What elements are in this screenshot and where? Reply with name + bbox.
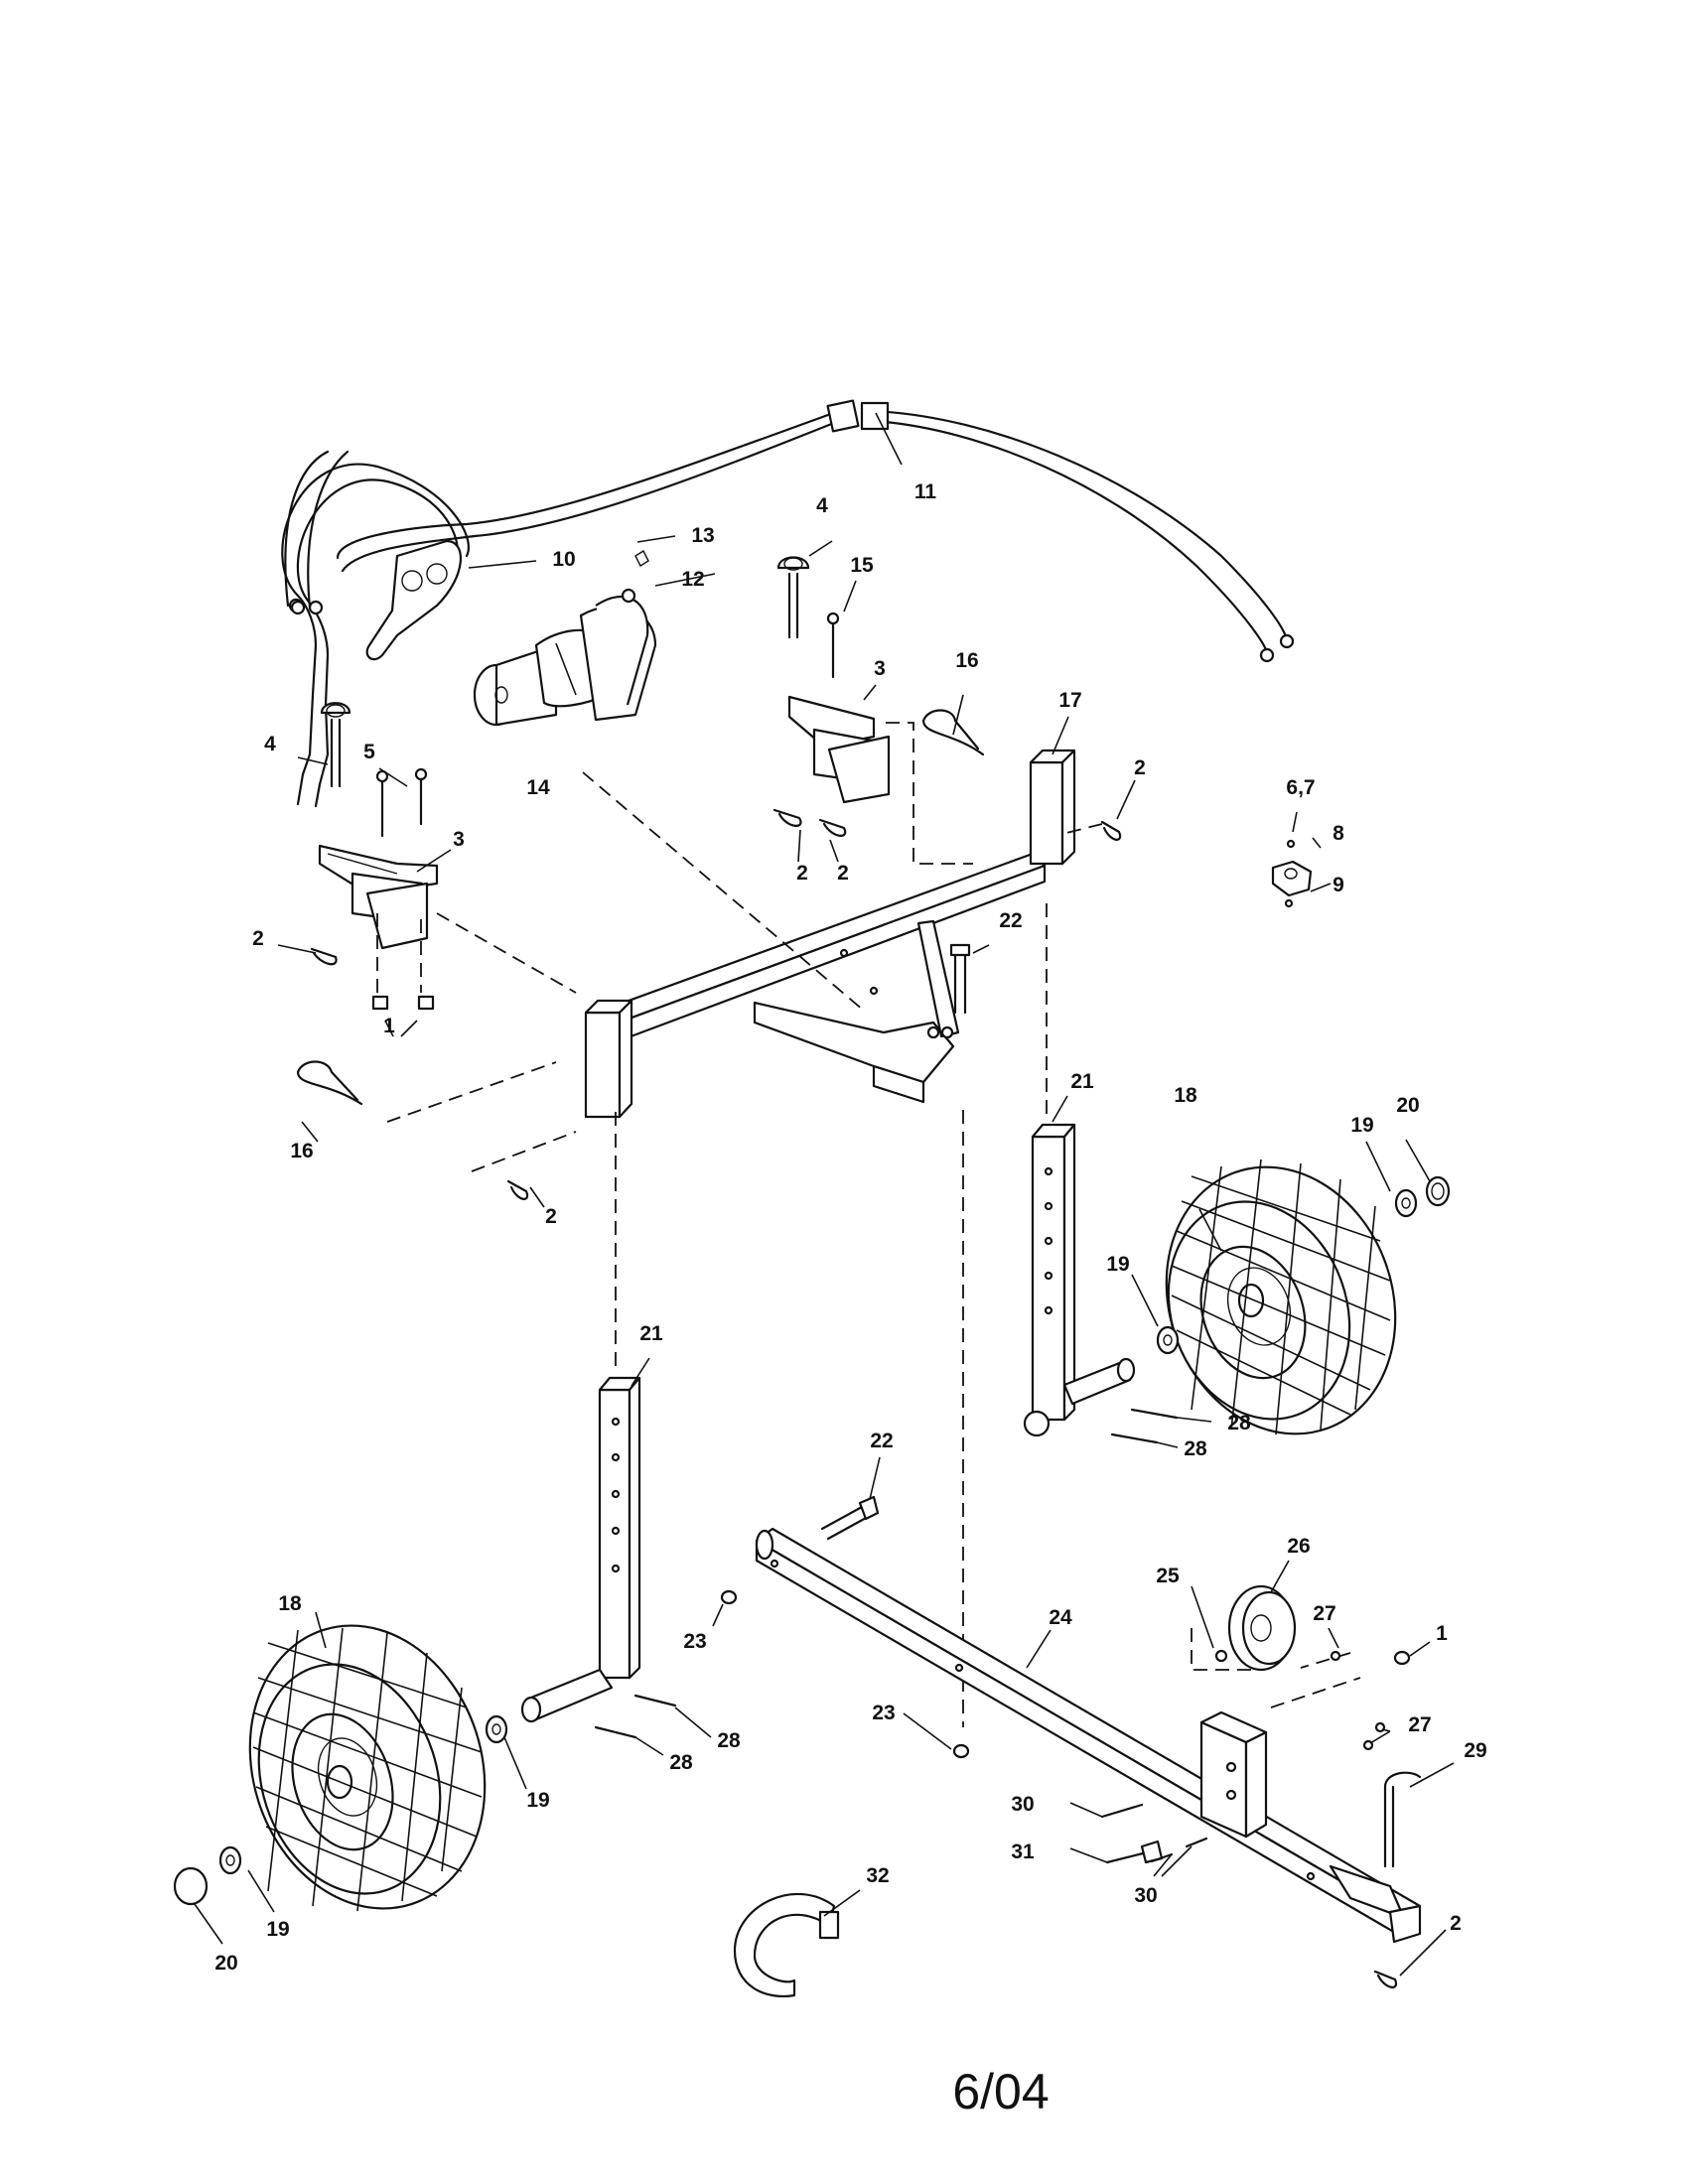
- callout-19: 19: [266, 1918, 289, 1941]
- left-wheel: [173, 1624, 677, 1912]
- callout-5: 5: [363, 741, 375, 763]
- callout-28: 28: [1184, 1437, 1207, 1460]
- callout-9: 9: [1333, 874, 1344, 896]
- callout-2: 2: [796, 862, 808, 885]
- callout-1: 1: [1436, 1622, 1448, 1645]
- revision-date: 6/04: [952, 2064, 1049, 2119]
- left-mount-bracket: [296, 702, 439, 1106]
- callout-22: 22: [870, 1430, 893, 1452]
- right-wheel: [1156, 1159, 1451, 1435]
- leader-lines: [194, 412, 1455, 1977]
- clip-assembly: [1271, 839, 1313, 908]
- callout-3: 3: [874, 657, 886, 680]
- callout-19: 19: [1106, 1253, 1129, 1276]
- callout-21: 21: [1070, 1070, 1094, 1093]
- callout-20: 20: [1396, 1094, 1419, 1117]
- callout-labels: 1 1 2 2 2 2 2 2 3 3 4 4 5 6,7 8 9 10 11 …: [214, 480, 1486, 1975]
- callout-16: 16: [955, 649, 978, 672]
- callout-17: 17: [1058, 689, 1081, 712]
- callout-24: 24: [1049, 1606, 1072, 1629]
- callout-30: 30: [1011, 1793, 1034, 1816]
- callout-16: 16: [290, 1140, 313, 1162]
- callout-2: 2: [1450, 1912, 1462, 1935]
- callout-28: 28: [669, 1751, 693, 1774]
- callout-2: 2: [1134, 756, 1146, 779]
- callout-28: 28: [1227, 1412, 1251, 1434]
- callout-27: 27: [1313, 1602, 1335, 1625]
- callout-29: 29: [1464, 1739, 1486, 1762]
- callout-1: 1: [383, 1015, 395, 1037]
- callout-25: 25: [1156, 1565, 1180, 1587]
- callout-6-7: 6,7: [1286, 776, 1315, 799]
- callout-2: 2: [252, 927, 264, 950]
- callout-20: 20: [214, 1952, 237, 1975]
- callout-12: 12: [681, 568, 704, 591]
- callout-21: 21: [639, 1322, 663, 1345]
- wiring-harness: [281, 399, 1295, 808]
- callout-23: 23: [683, 1630, 706, 1653]
- callout-15: 15: [850, 554, 874, 577]
- callout-26: 26: [1287, 1535, 1310, 1558]
- callout-22: 22: [999, 909, 1022, 932]
- pulley-bracket: [1100, 1584, 1422, 1988]
- callout-18: 18: [278, 1592, 302, 1615]
- callout-18: 18: [1174, 1084, 1197, 1107]
- callout-4: 4: [816, 494, 828, 517]
- callout-27: 27: [1408, 1713, 1431, 1736]
- right-mount-bracket: [772, 556, 985, 837]
- callout-3: 3: [453, 828, 465, 851]
- callout-23: 23: [872, 1702, 895, 1724]
- callout-11: 11: [914, 480, 937, 503]
- left-leg: [520, 1376, 641, 1723]
- callout-2: 2: [837, 862, 849, 885]
- callout-30: 30: [1134, 1884, 1157, 1907]
- callout-10: 10: [552, 548, 575, 571]
- alignment-lines: [376, 722, 1361, 1727]
- callout-31: 31: [1011, 1841, 1035, 1863]
- band-clamp: [733, 1892, 840, 1997]
- callout-14: 14: [526, 776, 550, 799]
- callout-2: 2: [545, 1205, 557, 1228]
- right-leg: [1023, 1123, 1179, 1444]
- winch-motor: [473, 549, 657, 727]
- callout-32: 32: [866, 1864, 889, 1887]
- callout-19: 19: [526, 1789, 549, 1812]
- upper-frame: [506, 749, 1122, 1200]
- lower-axle-tube: [720, 1495, 1422, 1944]
- harness-left-leads: [284, 450, 350, 610]
- callout-13: 13: [691, 524, 714, 547]
- callout-19: 19: [1350, 1114, 1373, 1137]
- callout-8: 8: [1333, 822, 1344, 845]
- callout-4: 4: [264, 733, 276, 755]
- callout-28: 28: [717, 1729, 741, 1752]
